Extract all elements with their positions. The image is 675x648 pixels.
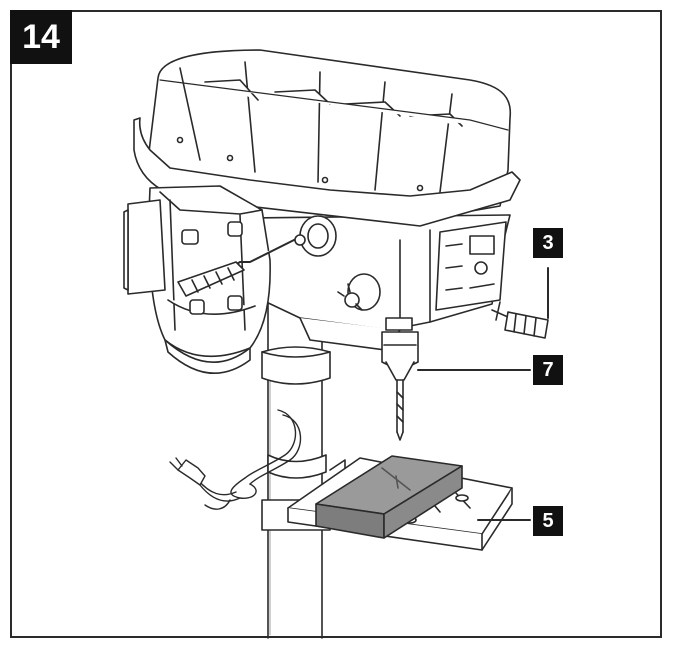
callout-7-badge: 7 <box>533 355 563 385</box>
workpiece-block <box>315 455 463 539</box>
column-collar <box>261 346 331 479</box>
control-panel <box>435 221 507 311</box>
feed-handle <box>491 301 549 339</box>
depth-stop-assembly <box>177 215 337 297</box>
drill-bit <box>396 379 404 441</box>
figure-number-badge: 14 <box>10 10 72 64</box>
leader-lines <box>417 267 549 521</box>
callout-3-badge: 3 <box>533 228 563 258</box>
feed-hub <box>337 273 381 311</box>
callout-5-badge: 5 <box>533 506 563 536</box>
drill-chuck <box>381 317 419 381</box>
power-cord <box>169 409 302 510</box>
